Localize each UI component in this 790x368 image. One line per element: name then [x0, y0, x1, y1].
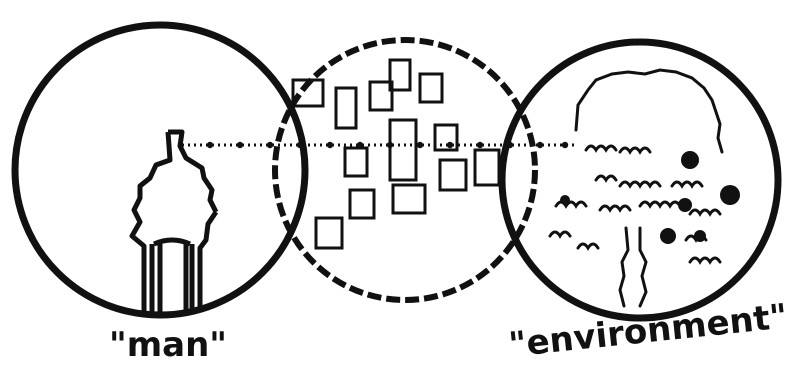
ink-blot	[720, 185, 740, 205]
sight-dot	[387, 142, 393, 148]
ink-blot	[660, 228, 676, 244]
person-silhouette	[132, 132, 216, 312]
ink-blot	[694, 230, 706, 242]
perception-rect	[420, 74, 442, 102]
perception-rectangles	[293, 60, 499, 248]
sight-dot	[327, 142, 333, 148]
environment-circle	[502, 42, 778, 318]
perception-rect	[475, 150, 499, 185]
perception-rect	[390, 120, 416, 180]
dotted-sight-line	[182, 142, 575, 148]
sight-dot	[537, 142, 543, 148]
sight-dot	[507, 142, 513, 148]
perception-rect	[350, 190, 374, 218]
perception-rect	[393, 185, 425, 213]
ink-blot	[560, 195, 570, 205]
sight-dot	[267, 142, 273, 148]
sight-dot	[447, 142, 453, 148]
sight-dot	[562, 142, 568, 148]
perception-rect	[345, 148, 367, 176]
ink-blot	[678, 198, 692, 212]
sight-dot	[297, 142, 303, 148]
sight-dot	[417, 142, 423, 148]
sight-dot	[357, 142, 363, 148]
tree-shadow-blots	[560, 151, 740, 244]
perception-rect	[336, 88, 356, 128]
environment-label: "environment"	[507, 296, 789, 365]
sight-dot	[207, 142, 213, 148]
tree	[550, 70, 722, 306]
perception-rect	[316, 218, 342, 248]
perception-rect	[440, 160, 466, 190]
sight-dot	[477, 142, 483, 148]
tree-canopy-outline	[576, 70, 722, 152]
ink-blot	[681, 151, 699, 169]
tree-trunk	[620, 228, 646, 306]
sight-dot	[237, 142, 243, 148]
man-label: "man"	[109, 325, 227, 365]
